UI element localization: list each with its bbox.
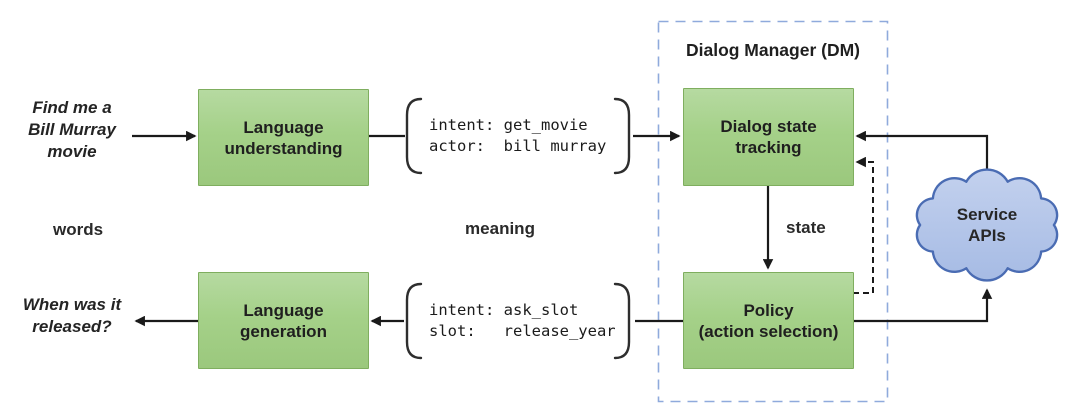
- nlu-frame-text: intent: get_movie actor: bill murray: [429, 116, 607, 155]
- meaning-label: meaning: [465, 219, 535, 238]
- input-utterance: Find me a Bill Murray movie: [28, 98, 116, 161]
- language-understanding-label: Language understanding: [224, 117, 343, 158]
- dialog-manager-boundary: [657, 20, 889, 403]
- policy-label: Policy (action selection): [698, 300, 839, 341]
- words-label: words: [52, 220, 104, 239]
- dialog-state-tracking-label: Dialog state tracking: [720, 117, 817, 157]
- nlu-frame-right-paren: [613, 97, 631, 175]
- output-utterance: When was it released?: [22, 295, 122, 336]
- language-understanding-box: Language understanding: [198, 89, 369, 186]
- nlg-frame-right-paren: [613, 282, 631, 360]
- nlg-frame-text: intent: ask_slot slot: release_year: [429, 301, 616, 340]
- service-apis-label: Service APIs: [956, 205, 1018, 245]
- language-generation-label: Language generation: [240, 300, 327, 341]
- language-generation-box: Language generation: [198, 272, 369, 369]
- arrow-policy-to-service-apis: [853, 288, 993, 323]
- dialog-manager-title: Dialog Manager (DM): [685, 40, 861, 60]
- arrow-service-apis-to-state-tracking: [855, 130, 989, 171]
- nlu-frame-left-paren: [405, 97, 423, 175]
- cloud-icon: [915, 168, 1059, 282]
- nlg-frame-left-paren: [405, 282, 423, 360]
- dashed-arrow-policy-to-state-tracking: [853, 156, 874, 294]
- dialog-state-tracking-box: Dialog state tracking: [683, 88, 854, 186]
- state-label: state: [786, 218, 826, 237]
- service-apis-cloud: Service APIs: [906, 164, 1068, 286]
- policy-box: Policy (action selection): [683, 272, 854, 369]
